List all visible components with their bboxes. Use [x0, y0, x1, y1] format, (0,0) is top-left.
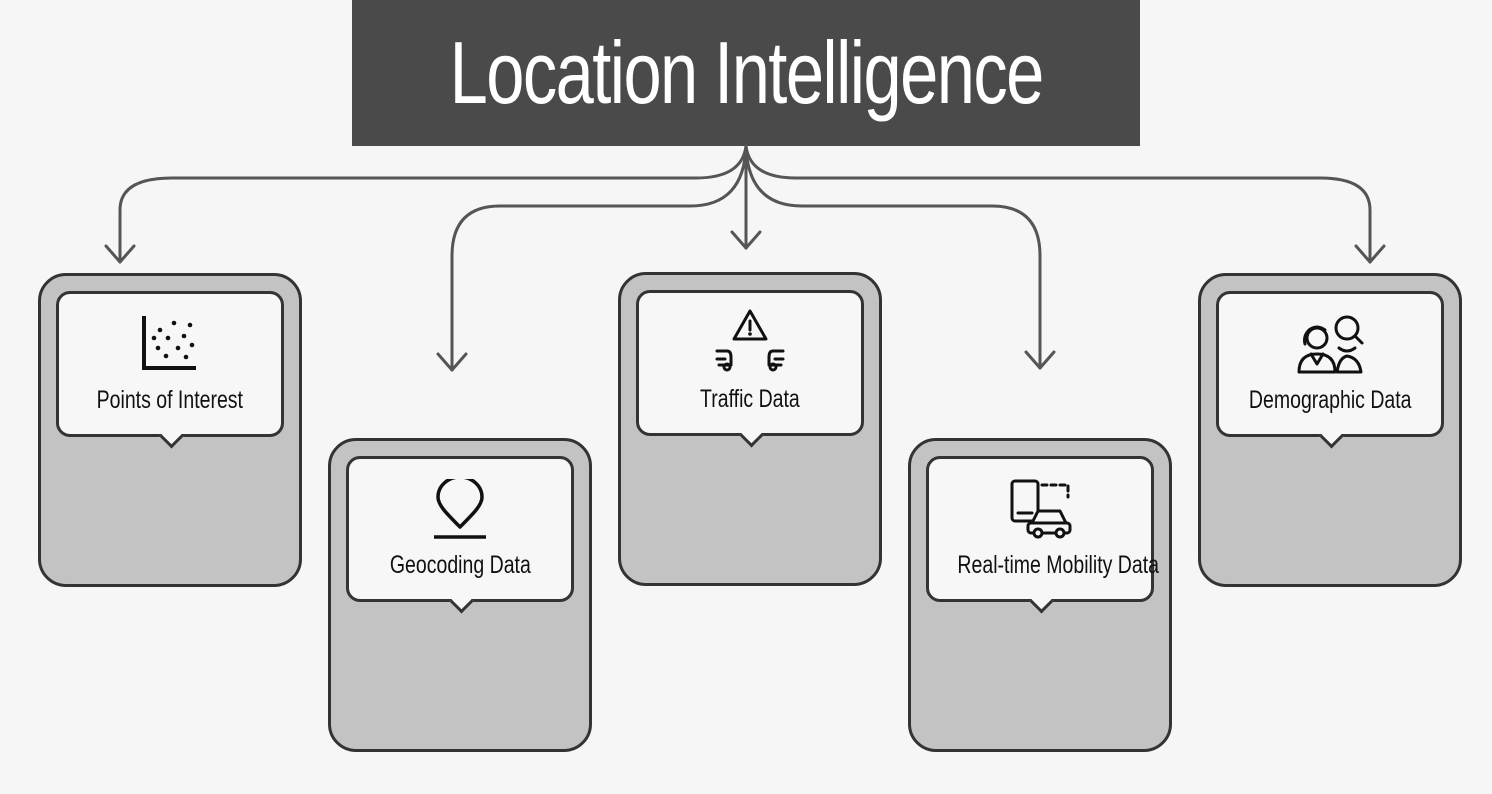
- bubble-geocoding-data: Geocoding Data: [346, 456, 574, 614]
- card-label: Points of Interest: [96, 386, 244, 414]
- card-label: Geocoding Data: [389, 551, 531, 579]
- card-label: Real-time Mobility Data: [957, 551, 1159, 579]
- map-pin-icon: [434, 479, 486, 539]
- bubble-traffic-data: Traffic Data: [636, 290, 864, 448]
- bubble-real-time-mobility-data: Real-time Mobility Data: [926, 456, 1159, 614]
- card-traffic-data: Traffic Data: [618, 272, 882, 586]
- title-banner: Location Intelligence: [352, 0, 1140, 146]
- bubble-demographic-data: Demographic Data: [1216, 291, 1444, 449]
- card-label: Traffic Data: [700, 385, 800, 413]
- card-real-time-mobility-data: Real-time Mobility Data: [908, 438, 1172, 752]
- card-label: Demographic Data: [1248, 386, 1412, 414]
- card-geocoding-data: Geocoding Data: [328, 438, 592, 752]
- arrow-to-demographic-data: [744, 144, 1372, 264]
- arrow-to-geocoding-data: [450, 144, 748, 372]
- card-points-of-interest: Points of Interest: [38, 273, 302, 587]
- arrow-to-points-of-interest: [118, 144, 748, 264]
- card-demographic-data: Demographic Data: [1198, 273, 1462, 587]
- bubble-points-of-interest: Points of Interest: [56, 291, 284, 449]
- traffic-cars-warning-icon: [715, 309, 785, 372]
- people-search-icon: [1297, 315, 1364, 374]
- arrow-to-real-time-mobility-data: [744, 144, 1042, 370]
- diagram-title: Location Intelligence: [449, 23, 1044, 122]
- phone-car-icon: [1010, 479, 1072, 539]
- scatter-plot-icon: [142, 316, 196, 370]
